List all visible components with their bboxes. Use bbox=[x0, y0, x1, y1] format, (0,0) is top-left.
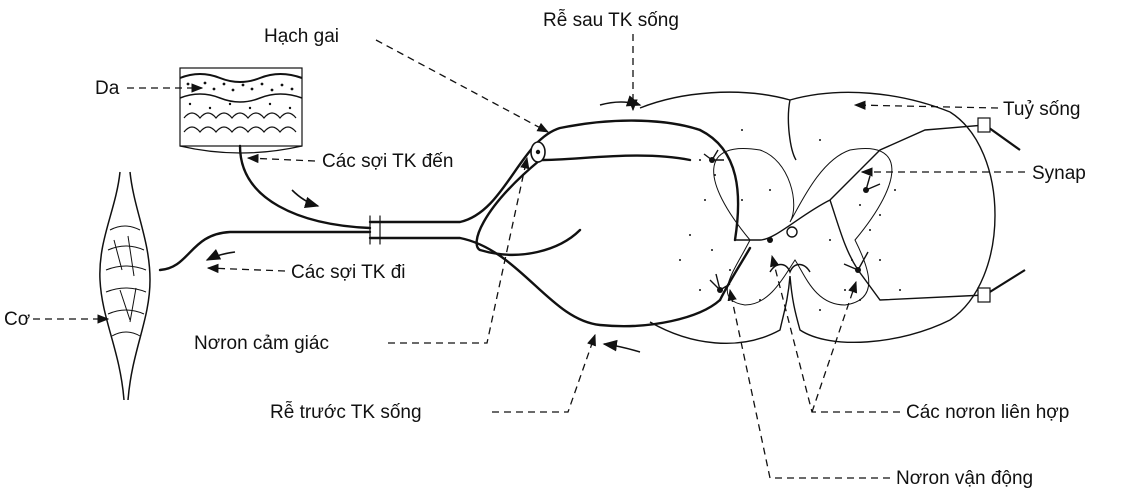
muscle-shape bbox=[100, 172, 150, 400]
label-noron-van-dong: Nơron vận động bbox=[896, 469, 1033, 488]
sensory-ganglion bbox=[531, 142, 545, 162]
label-da: Da bbox=[95, 79, 119, 98]
label-noron-lien-hop: Các nơron liên hợp bbox=[906, 403, 1069, 422]
skin-block bbox=[180, 68, 302, 153]
label-noron-cam-giac: Nơron cảm giác bbox=[194, 334, 329, 353]
label-re-truoc: Rễ trước TK sống bbox=[270, 403, 422, 422]
label-hach-gai: Hạch gai bbox=[264, 27, 339, 46]
label-re-sau: Rễ sau TK sống bbox=[543, 11, 679, 30]
label-co: Cơ bbox=[4, 310, 30, 329]
label-synap: Synap bbox=[1032, 164, 1086, 183]
label-soi-di: Các sợi TK đi bbox=[291, 263, 406, 282]
label-tuy-song: Tuỷ sống bbox=[1003, 100, 1080, 119]
label-soi-den: Các sợi TK đến bbox=[322, 152, 453, 171]
interneurons bbox=[704, 125, 985, 300]
spinal-cord bbox=[640, 92, 995, 343]
nerve-fibers bbox=[160, 121, 750, 327]
